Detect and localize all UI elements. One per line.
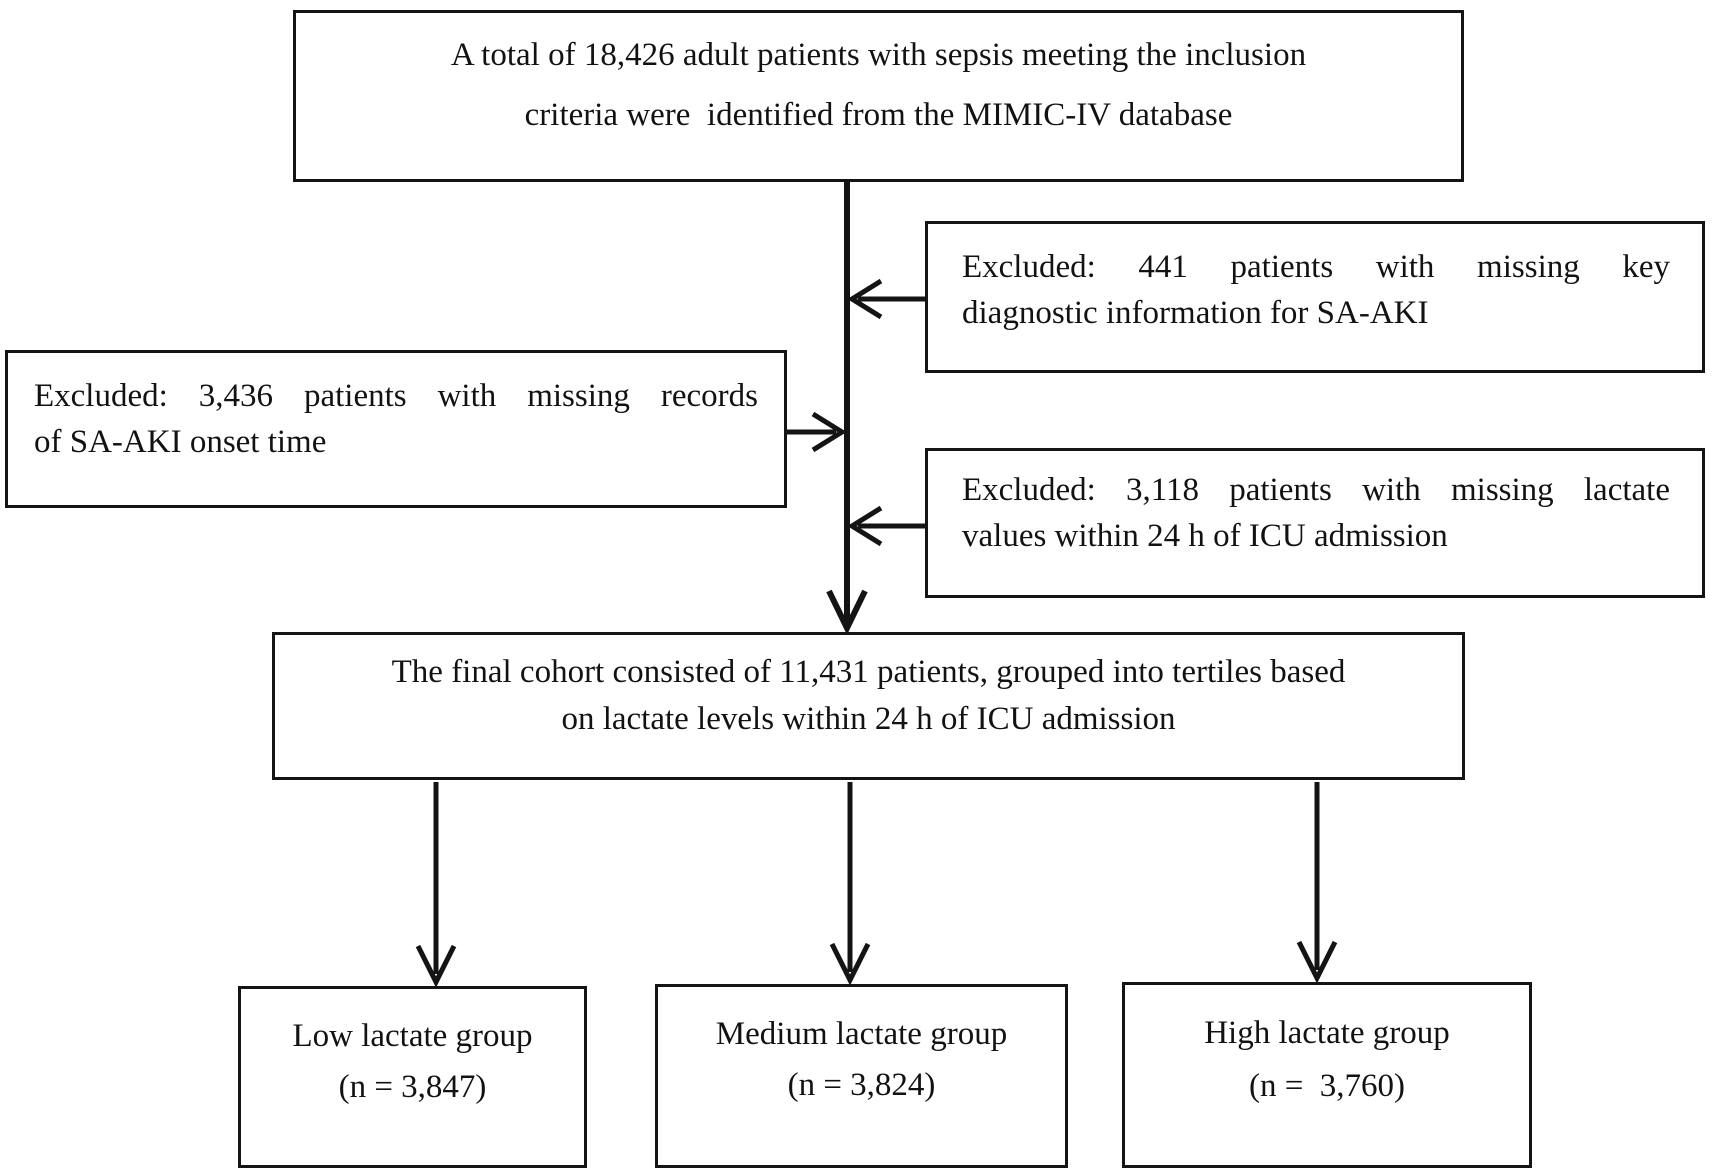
excluded-lactate-line-2: values within 24 h of ICU admission [962, 518, 1448, 554]
excluded-missing-lactate-box: Excluded: 3,118 patients with missing la… [925, 448, 1705, 598]
final-cohort-box: The final cohort consisted of 11,431 pat… [272, 632, 1465, 780]
final-cohort-line-1: The final cohort consisted of 11,431 pat… [391, 654, 1346, 690]
excluded-diagnostic-line-1: Excluded: 441 patients with missing key [962, 249, 1670, 285]
medium-group-count: (n = 3,824) [787, 1067, 936, 1103]
excluded-lactate-line-1: Excluded: 3,118 patients with missing la… [962, 472, 1670, 508]
low-lactate-group-box: Low lactate group (n = 3,847) [238, 986, 587, 1168]
excluded-missing-onset-box: Excluded: 3,436 patients with missing re… [5, 350, 787, 508]
arrow-cohort-to-medium-group [829, 782, 871, 986]
source-population-box: A total of 18,426 adult patients with se… [293, 10, 1464, 182]
medium-lactate-group-box: Medium lactate group (n = 3,824) [655, 984, 1068, 1168]
source-line-1: A total of 18,426 adult patients with se… [450, 37, 1307, 73]
arrow-cohort-to-high-group [1296, 782, 1338, 984]
arrow-excluded-diagnostic-to-main-flow [847, 278, 925, 320]
high-lactate-group-box: High lactate group (n = 3,760) [1122, 982, 1532, 1168]
arrow-source-to-cohort [826, 182, 868, 635]
final-cohort-line-2: on lactate levels within 24 h of ICU adm… [561, 701, 1176, 737]
low-group-count: (n = 3,847) [338, 1069, 487, 1105]
excluded-missing-diagnostic-box: Excluded: 441 patients with missing key … [925, 221, 1705, 373]
high-group-count: (n = 3,760) [1248, 1068, 1406, 1104]
arrow-excluded-lactate-to-main-flow [847, 505, 925, 547]
high-group-label: High lactate group [1204, 1015, 1450, 1051]
medium-group-label: Medium lactate group [715, 1016, 1008, 1052]
excluded-onset-line-1: Excluded: 3,436 patients with missing re… [34, 378, 758, 414]
excluded-onset-line-2: of SA-AKI onset time [34, 424, 327, 460]
arrow-excluded-onset-to-main-flow [787, 411, 847, 453]
low-group-label: Low lactate group [292, 1018, 533, 1054]
excluded-diagnostic-line-2: diagnostic information for SA-AKI [962, 295, 1429, 331]
arrow-cohort-to-low-group [415, 782, 457, 988]
source-line-2: criteria were identified from the MIMIC-… [524, 97, 1233, 133]
